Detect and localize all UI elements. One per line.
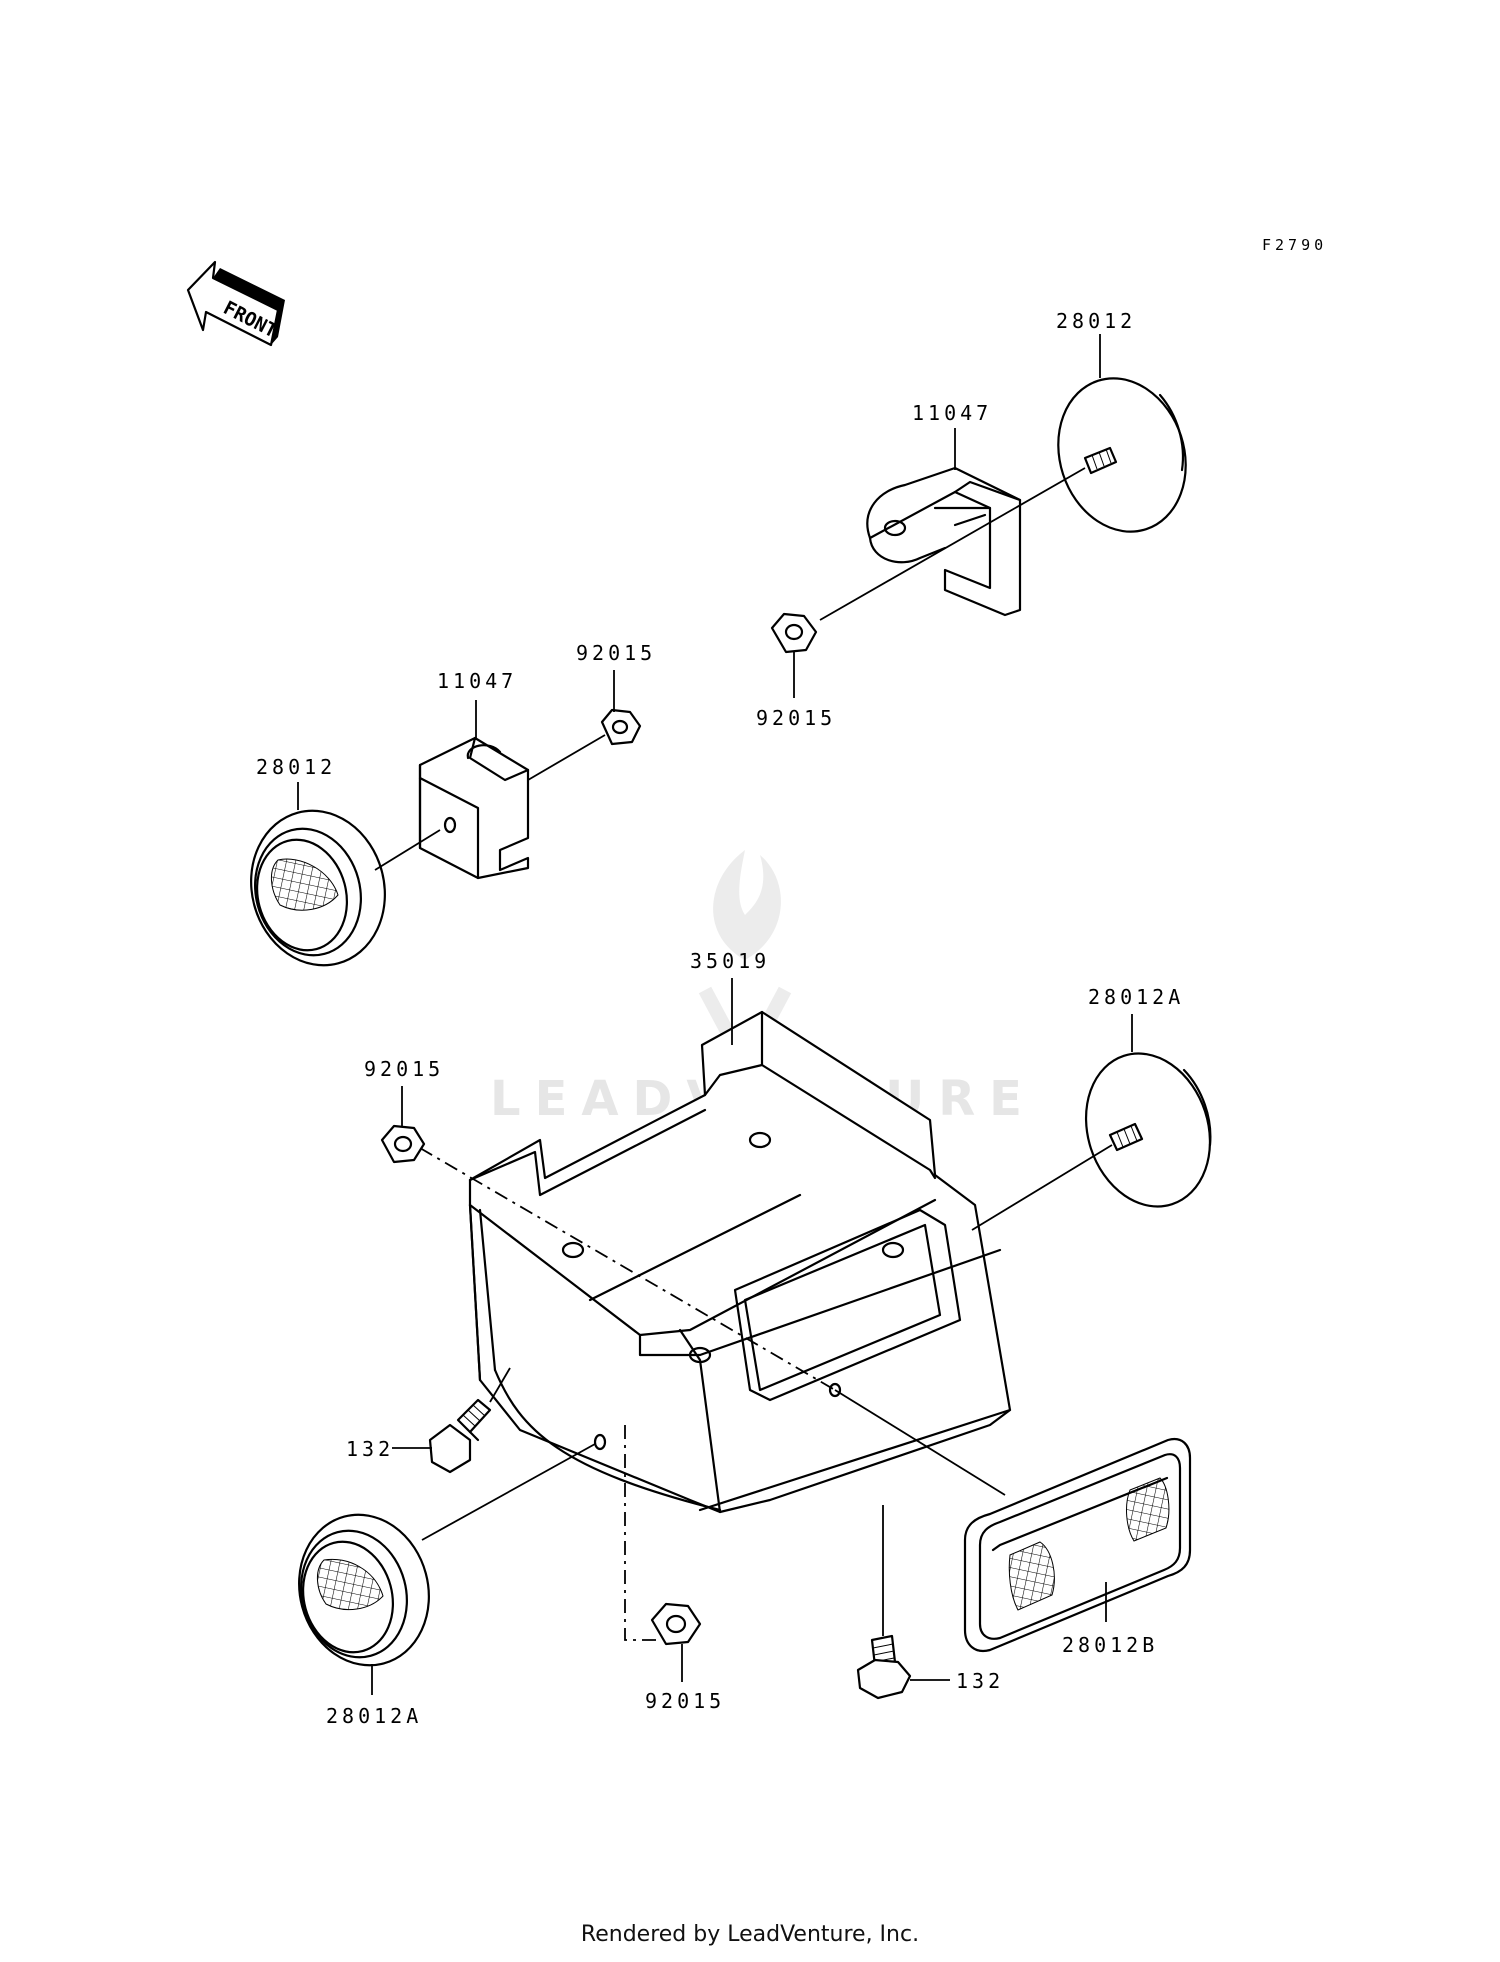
label-92015-top-right: 92015 — [756, 706, 836, 730]
footer-credit: Rendered by LeadVenture, Inc. — [580, 1922, 920, 1947]
reflector-rear-b — [963, 1437, 1192, 1653]
label-132-bottom: 132 — [956, 1669, 1004, 1693]
label-11047-left: 11047 — [437, 669, 517, 693]
label-28012A-right: 28012A — [1088, 985, 1184, 1009]
nut-main-left — [380, 1124, 426, 1164]
reflector-right-a — [1084, 1052, 1212, 1208]
bracket-top-right — [866, 466, 1022, 617]
front-arrow-icon: FRONT — [186, 260, 285, 347]
label-35019: 35019 — [690, 949, 770, 973]
main-bracket — [468, 1010, 1012, 1514]
label-92015-left: 92015 — [576, 641, 656, 665]
label-92015-main-left: 92015 — [364, 1057, 444, 1081]
reflector-left — [250, 809, 386, 967]
bracket-left — [418, 736, 530, 880]
label-28012-left: 28012 — [256, 755, 336, 779]
reflector-top-right — [1057, 377, 1187, 533]
reflector-stud — [1108, 1122, 1144, 1152]
reflector-stud — [1083, 446, 1118, 475]
label-28012-top: 28012 — [1056, 309, 1136, 333]
bolt-left — [428, 1398, 492, 1474]
figure-code: F2790 — [1262, 236, 1327, 254]
label-11047-top: 11047 — [912, 401, 992, 425]
label-28012B: 28012B — [1062, 1633, 1158, 1657]
label-92015-bottom: 92015 — [645, 1689, 725, 1713]
reflector-bottom-left-a — [298, 1513, 430, 1667]
label-28012A-bottom-left: 28012A — [326, 1704, 422, 1728]
nut-left — [600, 708, 642, 746]
bolt-bottom — [856, 1634, 912, 1700]
nut-top-right — [770, 612, 818, 654]
nut-bottom — [650, 1602, 702, 1646]
label-132-left: 132 — [346, 1437, 394, 1461]
